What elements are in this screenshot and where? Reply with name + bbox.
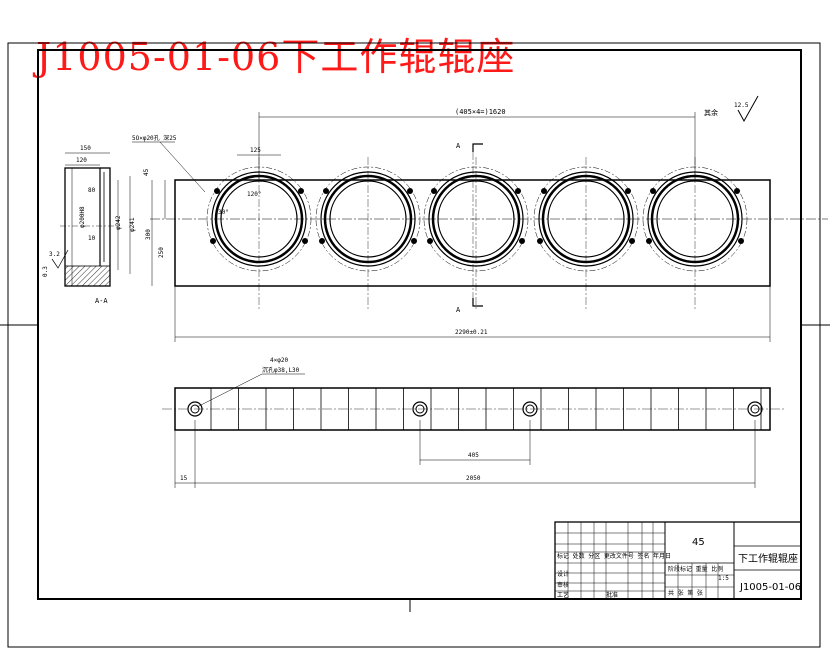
- bolt-hole: [738, 238, 744, 244]
- bolt-hole: [519, 238, 525, 244]
- bolt-hole: [407, 188, 413, 194]
- sec-dim-phi-bore: φ200H8: [79, 206, 86, 228]
- dim-1620: (405×4=)1620: [455, 108, 506, 116]
- roughness-symbol: [737, 95, 759, 123]
- tb-process: 工艺: [557, 591, 569, 599]
- dim-45: 45: [143, 168, 150, 176]
- section-hatch: [64, 265, 111, 287]
- bolt-hole: [537, 238, 543, 244]
- bolt-hole: [427, 238, 433, 244]
- sec-rough-symbol: [51, 249, 69, 269]
- dim-250: 250: [158, 247, 165, 258]
- front-view: (405×4=)1620 5O×φ20孔 深25 125 120° 30° 45…: [132, 108, 828, 342]
- section-mark-top: A: [456, 142, 461, 150]
- through-hole: [750, 404, 760, 414]
- roughness-value: 12.5: [734, 102, 749, 109]
- section-label: A-A: [95, 297, 108, 305]
- sec-dim-80: 80: [88, 187, 96, 194]
- tb-mark-row: 标记 处数 分区 更改文件号 签名 年月日: [557, 552, 671, 560]
- bore-2: [315, 157, 421, 309]
- sec-rough-32: 3.2: [49, 251, 60, 258]
- sec-rough-03: 0.3: [42, 266, 49, 277]
- sec-dim-10: 10: [88, 235, 96, 242]
- bolt-hole: [431, 188, 437, 194]
- through-hole: [415, 404, 425, 414]
- hole-callout-1: 4×φ20: [270, 357, 288, 364]
- dim-2290: 2290±0.21: [455, 329, 488, 336]
- tb-scale: 1:5: [718, 575, 729, 582]
- bore-callout: 5O×φ20孔 深25: [132, 134, 177, 142]
- through-hole: [525, 404, 535, 414]
- counterbore-hole: [522, 401, 538, 417]
- tb-drawing-no: J1005-01-06: [739, 582, 801, 593]
- section-view: 150 120 80 10 φ200H8 φ242 φ241 3.2 0.3 A…: [42, 145, 136, 305]
- tb-design: 设计: [557, 570, 569, 578]
- sec-dim-phi-b: φ241: [129, 217, 136, 232]
- dim-125: 125: [250, 147, 261, 154]
- bolt-hole: [734, 188, 740, 194]
- dim-300: 300: [145, 229, 152, 240]
- hole-callout-2: 沉孔φ38,L30: [262, 366, 300, 374]
- inner-border: [37, 49, 802, 600]
- bottom-view: 4×φ20 沉孔φ38,L30 405 2050 15: [162, 357, 785, 488]
- front-view-body: [174, 179, 771, 287]
- section-mark-bottom: A: [456, 306, 461, 314]
- bolt-hole: [541, 188, 547, 194]
- title-block: 45 下工作辊辊座 J1005-01-06 1:5 阶段标记 重量 比例 共 张…: [554, 521, 802, 600]
- bolt-hole: [214, 188, 220, 194]
- bolt-hole: [319, 238, 325, 244]
- tb-part-name: 下工作辊辊座: [738, 552, 798, 565]
- bolt-hole: [210, 238, 216, 244]
- angle-120: 120°: [247, 191, 261, 198]
- angle-30: 30°: [218, 209, 229, 216]
- dim-15: 15: [180, 475, 188, 482]
- tb-material: 45: [692, 537, 705, 548]
- bolt-hole: [411, 238, 417, 244]
- counterbore-hole: [412, 401, 428, 417]
- sec-dim-phi-a: φ242: [115, 215, 122, 230]
- counterbore-hole: [747, 401, 763, 417]
- tb-sheet: 共 张 第 张: [668, 589, 703, 597]
- outer-border: [7, 42, 821, 648]
- sec-dim-120: 120: [76, 157, 87, 164]
- bolt-hole: [515, 188, 521, 194]
- bolt-hole: [323, 188, 329, 194]
- bolt-hole: [650, 188, 656, 194]
- roughness-label: 其余: [704, 108, 718, 117]
- hole-callout-leader: [196, 373, 263, 408]
- tb-review: 审核: [557, 581, 569, 589]
- bolt-hole: [298, 188, 304, 194]
- through-hole: [190, 404, 200, 414]
- bore-3: [423, 157, 529, 309]
- tb-approve: 批准: [606, 591, 618, 599]
- sec-dim-150: 150: [80, 145, 91, 152]
- bolt-hole: [629, 238, 635, 244]
- counterbore-hole: [187, 401, 203, 417]
- dim-2050: 2050: [466, 475, 481, 482]
- tb-stage: 阶段标记 重量 比例: [668, 565, 723, 573]
- section-arrow-top: [472, 143, 483, 152]
- dim-405: 405: [468, 452, 479, 459]
- bolt-hole: [646, 238, 652, 244]
- section-arrow-bottom: [472, 298, 483, 307]
- bore-4: [533, 157, 639, 309]
- bolt-hole: [625, 188, 631, 194]
- drawing-title: J1005-01-06下工作辊辊座: [36, 35, 516, 79]
- bolt-hole: [302, 238, 308, 244]
- bore-callout-leader: [159, 141, 206, 193]
